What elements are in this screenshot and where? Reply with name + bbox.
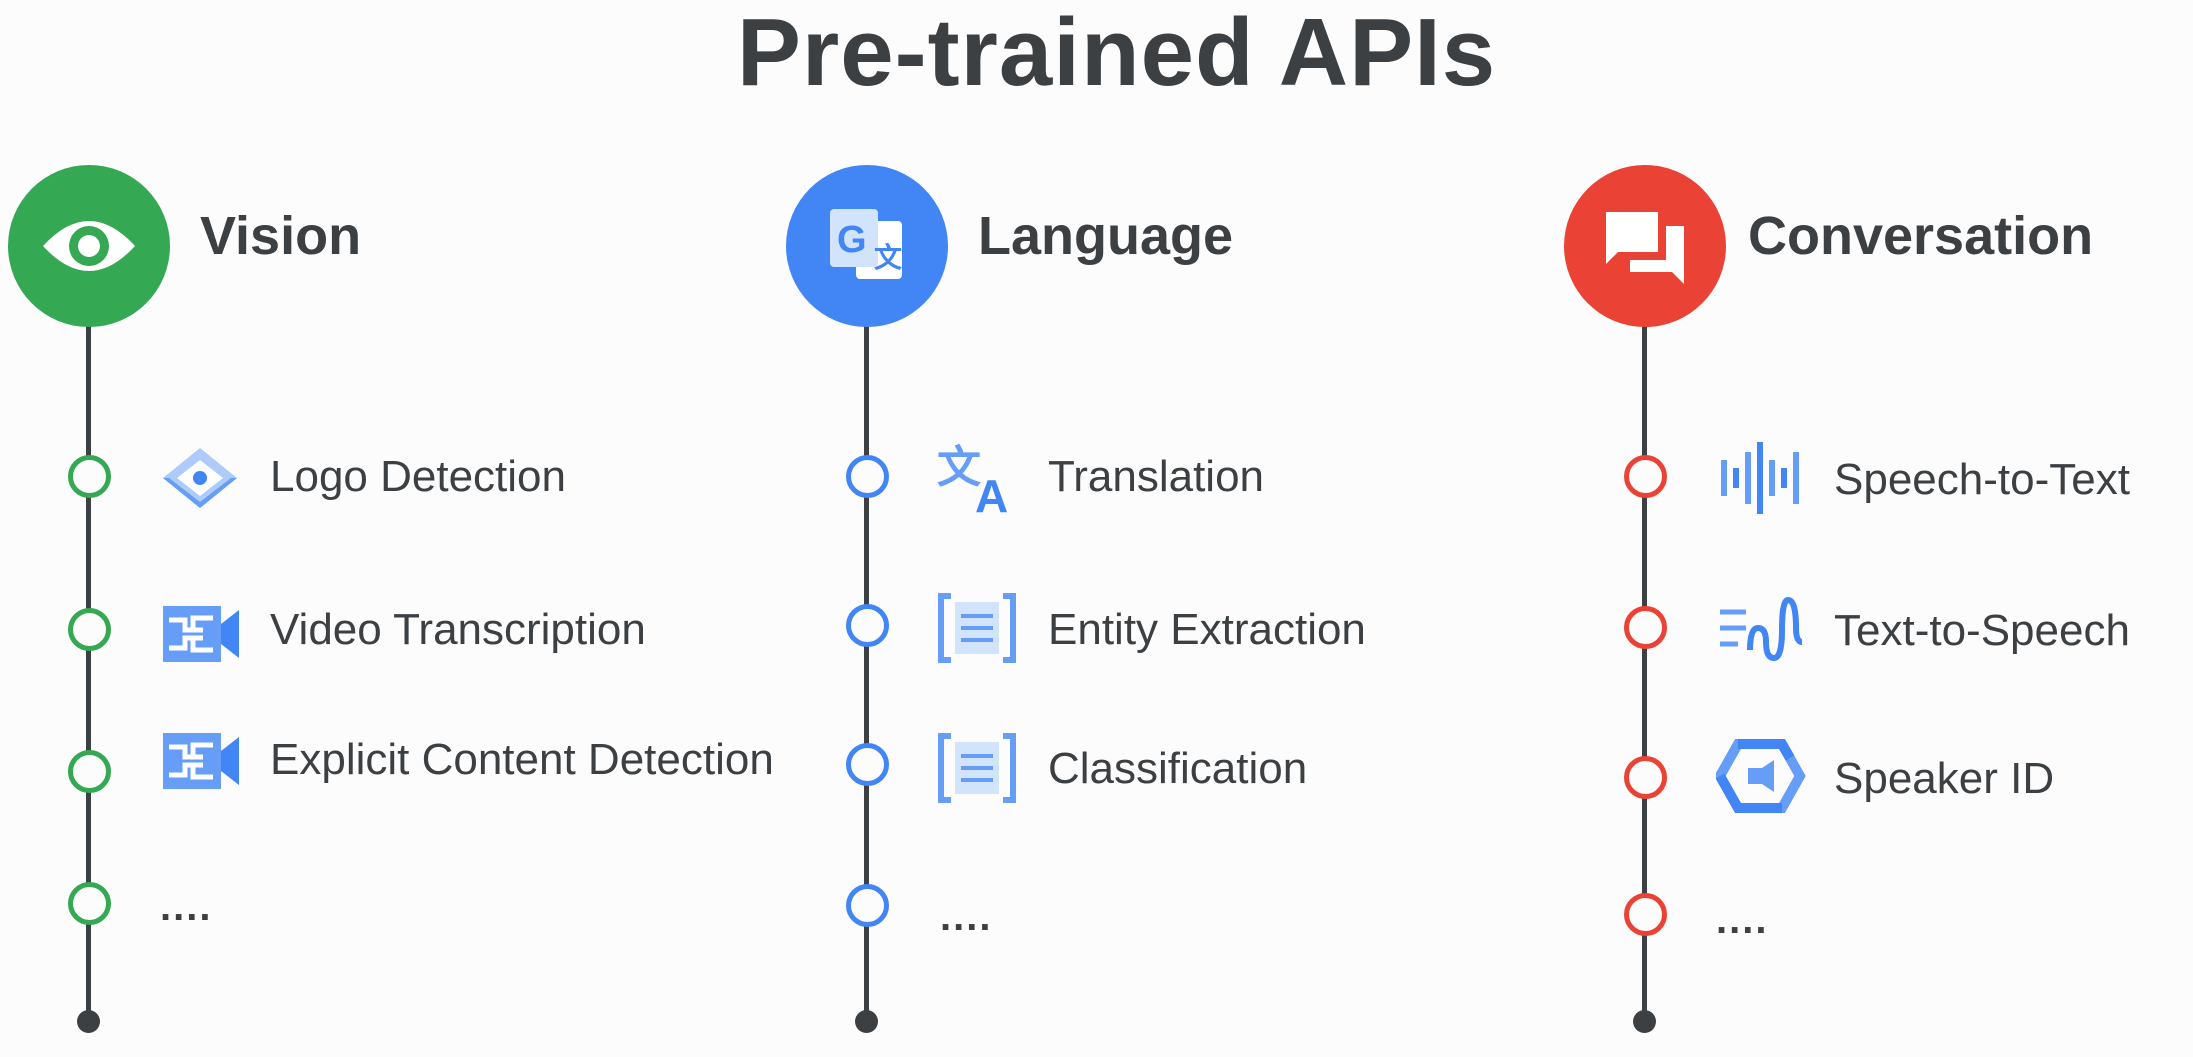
timeline-node bbox=[846, 884, 889, 927]
item-label: Text-to-Speech bbox=[1834, 606, 2130, 655]
vision-circle bbox=[8, 165, 170, 327]
timeline-node bbox=[68, 882, 111, 925]
text-wave-icon bbox=[1720, 596, 1803, 662]
item-label: Logo Detection bbox=[270, 452, 566, 501]
timeline-node bbox=[846, 604, 889, 647]
hexagon-speaker-icon bbox=[1716, 739, 1806, 813]
timeline-end-dot bbox=[855, 1010, 878, 1033]
item-label: Speech-to-Text bbox=[1834, 455, 2130, 504]
timeline-node bbox=[846, 743, 889, 786]
more-items-ellipsis: .... bbox=[940, 895, 993, 939]
timeline-node bbox=[846, 455, 889, 498]
item-label: Video Transcription bbox=[270, 605, 646, 654]
timeline-end-dot bbox=[1633, 1010, 1656, 1033]
item-label: Explicit Content Detection bbox=[270, 735, 774, 784]
svg-text:A: A bbox=[975, 470, 1008, 514]
conversation-circle bbox=[1564, 165, 1726, 327]
timeline-line bbox=[864, 300, 869, 1025]
video-intelligence-icon bbox=[163, 606, 239, 662]
eye-icon bbox=[43, 221, 135, 271]
timeline-node bbox=[1624, 756, 1667, 799]
more-items-ellipsis: .... bbox=[160, 885, 213, 929]
timeline-node bbox=[68, 455, 111, 498]
svg-text:G: G bbox=[837, 219, 867, 261]
video-intelligence-icon bbox=[163, 733, 239, 789]
document-brackets-icon bbox=[938, 733, 1016, 803]
language-heading: Language bbox=[978, 206, 1234, 266]
conversation-heading: Conversation bbox=[1748, 206, 2094, 266]
item-label: Entity Extraction bbox=[1048, 605, 1366, 654]
diamond-target-icon bbox=[163, 448, 237, 508]
vision-heading: Vision bbox=[200, 206, 362, 266]
page-title: Pre-trained APIs bbox=[736, 0, 1497, 106]
timeline-node bbox=[1624, 893, 1667, 936]
timeline-node bbox=[68, 608, 111, 651]
svg-text:文: 文 bbox=[874, 241, 902, 273]
svg-text:文: 文 bbox=[937, 442, 981, 493]
language-circle: G 文 bbox=[786, 165, 948, 327]
item-label: Translation bbox=[1048, 452, 1265, 501]
timeline-node bbox=[1624, 606, 1667, 649]
item-label: Classification bbox=[1048, 744, 1308, 793]
google-translate-icon: G 文 bbox=[830, 209, 902, 279]
more-items-ellipsis: .... bbox=[1716, 898, 1769, 942]
translate-icon: 文 A bbox=[937, 442, 1008, 514]
document-brackets-icon bbox=[938, 593, 1016, 663]
timeline-node bbox=[1624, 455, 1667, 498]
item-label: Speaker ID bbox=[1834, 754, 2055, 803]
timeline-line bbox=[86, 300, 91, 1025]
chat-bubbles-icon bbox=[1606, 212, 1684, 284]
audio-bars-icon bbox=[1721, 442, 1799, 514]
timeline-line bbox=[1642, 300, 1647, 1025]
timeline-node bbox=[68, 750, 111, 793]
timeline-end-dot bbox=[77, 1010, 100, 1033]
